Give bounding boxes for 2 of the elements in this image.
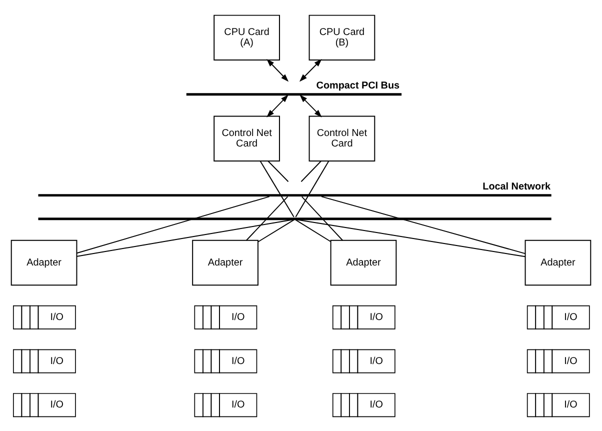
node-label: Compact PCI Bus (316, 80, 400, 92)
node-label: Local Network (482, 181, 550, 192)
